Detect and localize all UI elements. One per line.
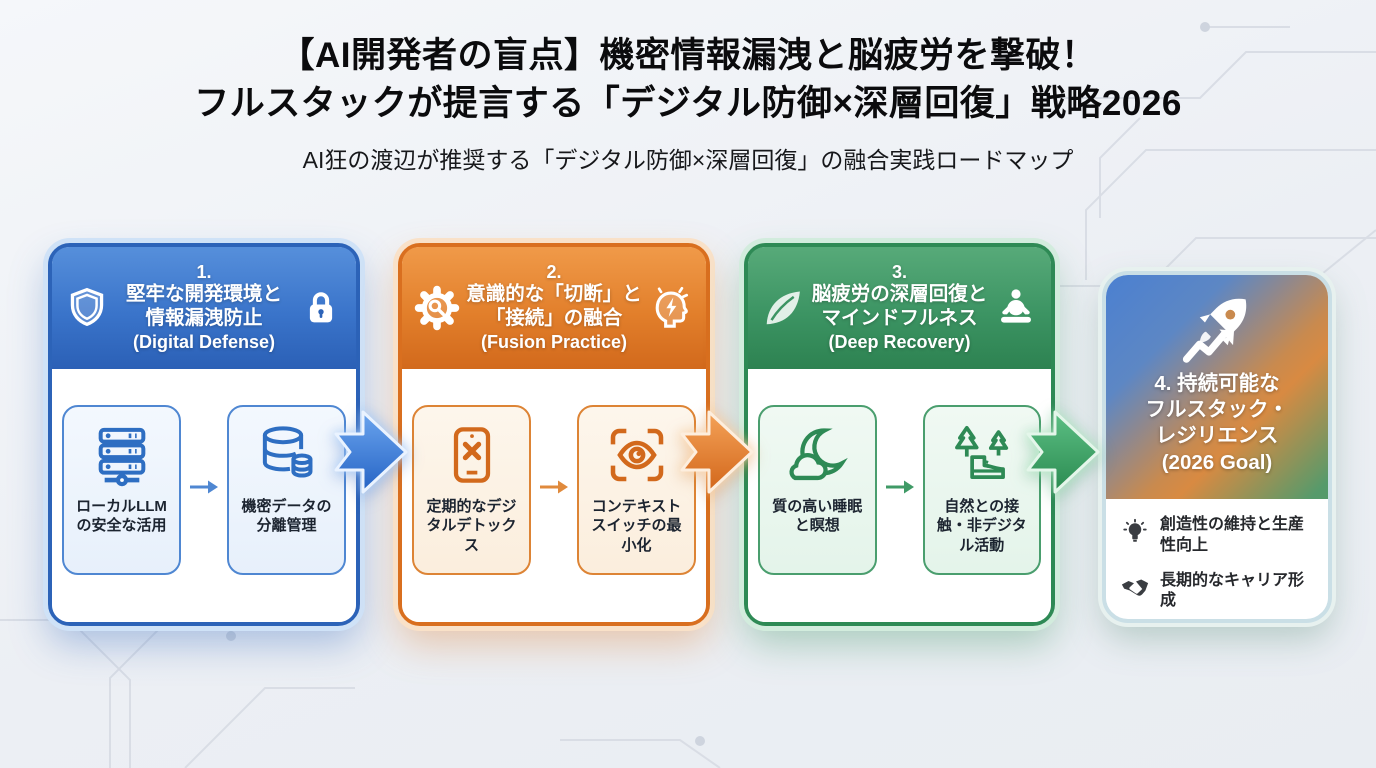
- step-title: 脳疲労の深層回復と: [811, 283, 988, 306]
- step-subtitle-en: (Fusion Practice): [480, 331, 627, 352]
- arrow-right-icon: [885, 478, 915, 501]
- step-subtitle-en: (Deep Recovery): [828, 331, 971, 352]
- lightbulb-icon: [1120, 517, 1150, 547]
- step3-header: 3. 脳疲労の深層回復と マインドフルネス (Deep Recovery): [748, 247, 1051, 369]
- page-header: 【AI開発者の盲点】機密情報漏洩と脳疲労を撃破！ フルスタックが提言する「デジタ…: [0, 32, 1376, 175]
- goal-item-label: 創造性の維持と生産性向上: [1160, 516, 1305, 554]
- item-context-switch: コンテキストスイッチの最小化: [577, 404, 696, 575]
- step-number: 3.: [891, 261, 907, 282]
- arrow-right-icon: [539, 478, 569, 501]
- item-digital-detox: 定期的なデジタルデトックス: [412, 404, 531, 575]
- item-nature-activity: 自然との接触・非デジタル活動: [922, 404, 1041, 575]
- item-label: 質の高い睡眠と瞑想: [772, 497, 863, 535]
- step-number: 1.: [196, 261, 212, 282]
- arrow-step2-to-step3: [679, 406, 755, 498]
- server-icon: [90, 423, 154, 487]
- item-label: 自然との接触・非デジタル活動: [936, 497, 1027, 554]
- phone-x-icon: [440, 423, 504, 487]
- goal-card-resilience: 4. 持続可能な フルスタック・ レジリエンス (2026 Goal) 創造性の…: [1102, 271, 1332, 623]
- goal-item-label: 長期的なキャリア形成: [1160, 571, 1305, 610]
- shield-icon: [64, 285, 110, 331]
- step-title: マインドフルネス: [821, 307, 978, 330]
- goal-item-creativity: 創造性の維持と生産性向上: [1120, 515, 1314, 557]
- step-title: 意識的な「切断」と: [466, 283, 642, 306]
- goal-title-line3: レジリエンス: [1155, 424, 1279, 448]
- step-title: 情報漏洩防止: [145, 307, 263, 330]
- trees-boot-icon: [950, 423, 1014, 487]
- step1-header-text: 1. 堅牢な開発環境と 情報漏洩防止 (Digital Defense): [72, 262, 336, 355]
- arrow-right-icon: [189, 478, 219, 501]
- step1-body: ローカルLLMの安全な活用 機密データの分離管理: [52, 369, 356, 622]
- item-label: ローカルLLMの安全な活用: [76, 497, 167, 535]
- page-title-line2: フルスタックが提言する「デジタル防御×深層回復」戦略2026: [194, 84, 1182, 124]
- head-lightning-icon: [648, 285, 694, 331]
- page-subtitle: AI狂の渡辺が推奨する「デジタル防御×深層回復」の融合実践ロードマップ: [302, 146, 1074, 173]
- goal-title-line1: 4. 持続可能な: [1154, 372, 1280, 395]
- goal-item-career: 長期的なキャリア形成: [1120, 571, 1314, 613]
- goal-subtitle-en: (2026 Goal): [1161, 450, 1273, 474]
- step2-body: 定期的なデジタルデトックス コンテキストスイッチの最小化: [402, 369, 706, 622]
- moon-cloud-icon: [785, 423, 849, 487]
- meditation-icon: [993, 285, 1039, 331]
- step2-header-text: 2. 意識的な「切断」と 「接続」の融合 (Fusion Practice): [412, 262, 696, 355]
- step-subtitle-en: (Digital Defense): [132, 331, 275, 352]
- item-local-llm: ローカルLLMの安全な活用: [62, 404, 181, 575]
- item-sleep-meditation: 質の高い睡眠と瞑想: [758, 404, 877, 575]
- eye-scan-icon: [605, 423, 669, 487]
- rocket-growth-icon: [1178, 289, 1256, 367]
- step1-header: 1. 堅牢な開発環境と 情報漏洩防止 (Digital Defense): [52, 247, 356, 369]
- goal-header: 4. 持続可能な フルスタック・ レジリエンス (2026 Goal): [1106, 275, 1328, 499]
- goal-body: 創造性の維持と生産性向上 長期的なキャリア形成: [1106, 499, 1328, 613]
- leaf-icon: [760, 285, 806, 331]
- step2-header: 2. 意識的な「切断」と 「接続」の融合 (Fusion Practice): [402, 247, 706, 369]
- goal-title-line2: フルスタック・: [1145, 398, 1289, 422]
- arrow-step3-to-goal: [1025, 406, 1101, 498]
- item-label: 機密データの分離管理: [241, 497, 332, 535]
- handshake-icon: [1120, 573, 1150, 603]
- item-label: コンテキストスイッチの最小化: [591, 497, 682, 554]
- lock-icon: [298, 285, 344, 331]
- step3-body: 質の高い睡眠と瞑想 自然との接触・非デジタル活動: [748, 369, 1051, 622]
- step-number: 2.: [546, 261, 562, 282]
- item-label: 定期的なデジタルデトックス: [426, 497, 517, 554]
- page-title-line1: 【AI開発者の盲点】機密情報漏洩と脳疲労を撃破！: [279, 36, 1097, 75]
- step-card-deep-recovery: 3. 脳疲労の深層回復と マインドフルネス (Deep Recovery) 質の…: [744, 243, 1055, 626]
- step-title: 「接続」の融合: [485, 307, 623, 330]
- database-icon: [255, 423, 319, 487]
- step-card-fusion-practice: 2. 意識的な「切断」と 「接続」の融合 (Fusion Practice): [398, 243, 710, 626]
- step-card-digital-defense: 1. 堅牢な開発環境と 情報漏洩防止 (Digital Defense) ローカ…: [48, 243, 360, 626]
- step-title: 堅牢な開発環境と: [125, 283, 282, 306]
- item-data-separation: 機密データの分離管理: [227, 404, 346, 575]
- arrow-step1-to-step2: [333, 406, 409, 498]
- step3-header-text: 3. 脳疲労の深層回復と マインドフルネス (Deep Recovery): [758, 262, 1042, 355]
- gear-icon: [414, 285, 460, 331]
